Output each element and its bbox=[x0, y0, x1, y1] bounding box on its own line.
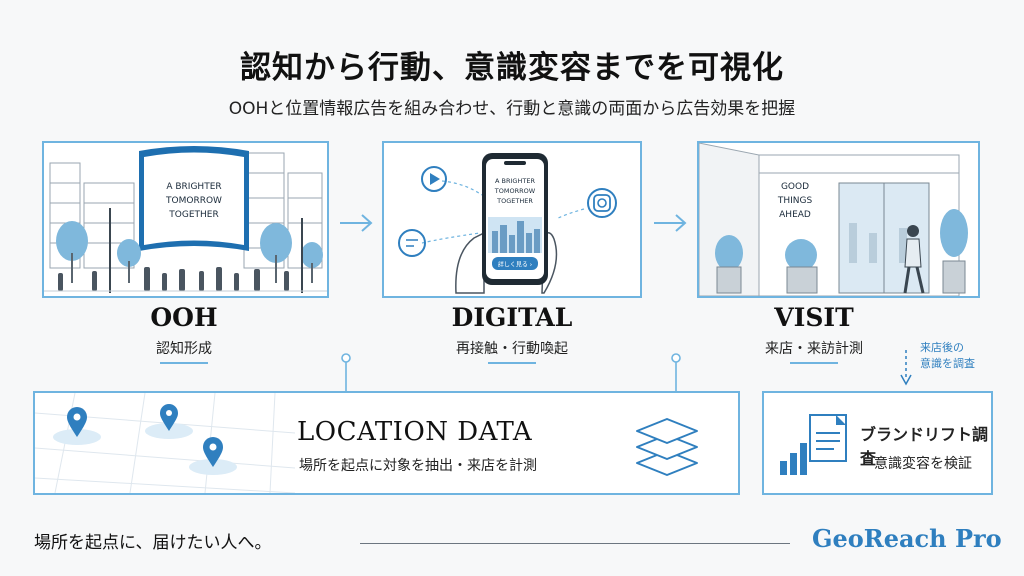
brand-logo: GeoReach Pro bbox=[812, 524, 1002, 553]
location-map-illustration bbox=[35, 393, 295, 493]
digital-illustration: A BRIGHTER TOMORROW TOGETHER 詳しく見る › bbox=[384, 143, 640, 296]
brand-lift-subtitle: 意識変容を検証 bbox=[874, 456, 972, 472]
location-data-title: LOCATION DATA bbox=[297, 417, 533, 447]
ooh-panel: A BRIGHTER TOMORROW TOGETHER bbox=[42, 141, 329, 298]
map-pin-icon bbox=[189, 437, 237, 475]
survey-note: 来店後の 意識を調査 bbox=[920, 340, 1010, 372]
map-pin-icon bbox=[145, 404, 193, 439]
location-data-subtitle: 場所を起点に対象を抽出・来店を計測 bbox=[299, 458, 537, 474]
survey-note-line-1: 来店後の bbox=[920, 341, 964, 354]
step-underline-digital bbox=[488, 362, 536, 364]
visit-panel: GOOD THINGS AHEAD bbox=[697, 141, 980, 298]
visitor-figure bbox=[903, 225, 925, 294]
phone-cta-button: 詳しく見る › bbox=[498, 261, 532, 269]
footer-tagline: 場所を起点に、届けたい人へ。 bbox=[34, 533, 272, 553]
store-sign-line-1: GOOD bbox=[781, 182, 809, 192]
billboard-text-line-3: TOGETHER bbox=[168, 210, 218, 220]
step-underline-ooh bbox=[160, 362, 208, 364]
step-sublabel-ooh: 認知形成 bbox=[156, 341, 212, 357]
chat-bubble-icon bbox=[398, 229, 426, 257]
step-sublabel-visit: 来店・来訪計測 bbox=[765, 341, 863, 357]
billboard-text-line-2: TOMORROW bbox=[165, 196, 222, 206]
report-chart-icon bbox=[780, 414, 847, 475]
step-sublabel-digital: 再接触・行動喚起 bbox=[456, 341, 568, 357]
footer-divider bbox=[360, 543, 790, 544]
location-data-box: LOCATION DATA 場所を起点に対象を抽出・来店を計測 bbox=[33, 391, 740, 495]
step-label-visit: VISIT bbox=[774, 303, 854, 332]
map-pin-icon bbox=[53, 407, 101, 445]
location-connectors bbox=[341, 350, 912, 392]
brand-lift-box: ブランドリフト調査 意識変容を検証 bbox=[762, 391, 993, 495]
store-sign-line-3: AHEAD bbox=[779, 210, 811, 220]
step-label-digital: DIGITAL bbox=[451, 303, 573, 332]
arrow-ooh-to-digital bbox=[338, 212, 374, 234]
store-sign-line-2: THINGS bbox=[777, 196, 813, 206]
instagram-icon bbox=[587, 188, 617, 218]
page-title: 認知から行動、意識変容までを可視化 bbox=[240, 50, 784, 86]
page-subtitle: OOHと位置情報広告を組み合わせ、行動と意識の両面から広告効果を把握 bbox=[228, 99, 796, 119]
layers-icon bbox=[636, 418, 698, 476]
phone-text-line-3: TOGETHER bbox=[496, 197, 533, 205]
phone-text-line-1: A BRIGHTER bbox=[495, 177, 535, 185]
billboard-text-line-1: A BRIGHTER bbox=[166, 182, 221, 192]
step-label-ooh: OOH bbox=[150, 303, 218, 332]
ooh-illustration: A BRIGHTER TOMORROW TOGETHER bbox=[44, 143, 327, 296]
arrow-digital-to-visit bbox=[652, 212, 688, 234]
play-icon bbox=[421, 166, 447, 192]
survey-note-line-2: 意識を調査 bbox=[920, 357, 975, 370]
brand-lift-title: ブランドリフト調査 bbox=[860, 425, 989, 468]
visit-illustration: GOOD THINGS AHEAD bbox=[699, 143, 978, 296]
step-underline-visit bbox=[790, 362, 838, 364]
digital-panel: A BRIGHTER TOMORROW TOGETHER 詳しく見る › bbox=[382, 141, 642, 298]
phone-text-line-2: TOMORROW bbox=[494, 187, 536, 195]
